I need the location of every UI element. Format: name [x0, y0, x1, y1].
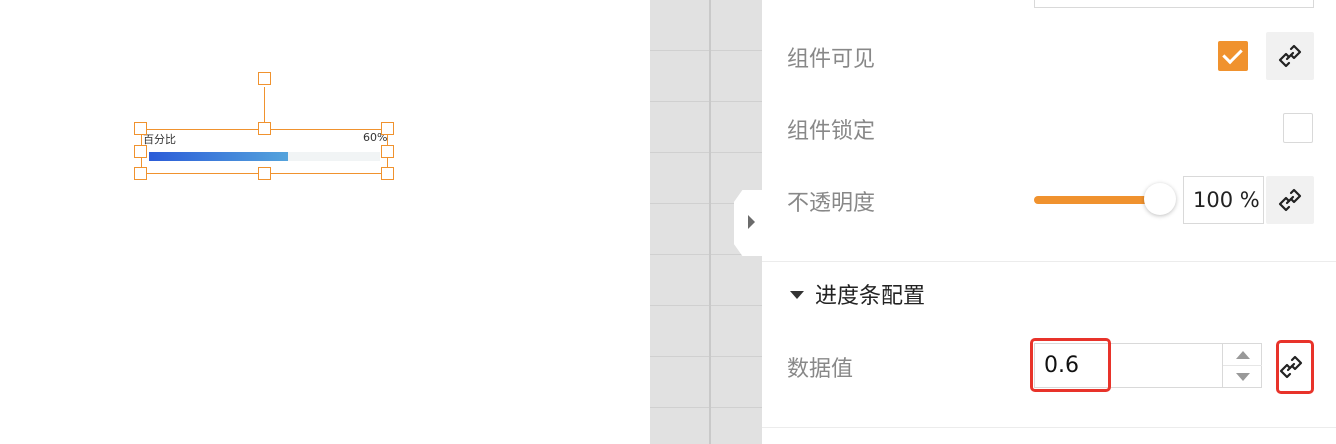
data-value-label: 数据值: [787, 357, 854, 382]
progress-fill: [149, 152, 288, 161]
section-title-progress-config[interactable]: 进度条配置: [815, 284, 926, 309]
design-canvas[interactable]: 百分比 60%: [0, 0, 650, 444]
triangle-down-icon: [1235, 372, 1250, 381]
visible-checkbox[interactable]: [1218, 41, 1248, 71]
resize-handle-top-right[interactable]: [381, 122, 394, 135]
section-bottom-divider: [762, 427, 1336, 428]
previous-field[interactable]: [1034, 0, 1314, 8]
visible-label: 组件可见: [787, 47, 876, 72]
link-binding-icon: [1278, 188, 1302, 212]
highlight-data-value: [1030, 338, 1111, 392]
caret-right-icon: [748, 215, 755, 229]
caret-down-icon[interactable]: [790, 291, 804, 299]
resize-handle-top-left[interactable]: [134, 122, 147, 135]
resize-handle-bottom[interactable]: [258, 167, 271, 180]
quantity-stepper[interactable]: [1222, 344, 1262, 387]
opacity-label: 不透明度: [787, 191, 876, 216]
rotate-handle[interactable]: [258, 72, 271, 85]
opacity-slider-thumb[interactable]: [1144, 183, 1176, 215]
triangle-up-icon: [1235, 350, 1250, 359]
stepper-down-button[interactable]: [1223, 366, 1262, 387]
rotation-handle-line: [264, 87, 265, 129]
opacity-value-field[interactable]: 100 %: [1183, 176, 1264, 224]
link-binding-icon: [1278, 44, 1302, 68]
resize-handle-top[interactable]: [258, 122, 271, 135]
stepper-up-button[interactable]: [1223, 344, 1262, 366]
check-icon: [1222, 43, 1243, 65]
visible-bind-button[interactable]: [1266, 32, 1314, 80]
highlight-bind-button: [1276, 340, 1314, 394]
opacity-slider-track[interactable]: [1034, 196, 1160, 204]
opacity-bind-button[interactable]: [1266, 176, 1314, 224]
locked-checkbox[interactable]: [1283, 113, 1313, 143]
locked-label: 组件锁定: [787, 119, 876, 144]
progress-track: [149, 152, 380, 161]
section-divider: [762, 261, 1336, 262]
resize-handle-right[interactable]: [381, 145, 394, 158]
resize-handle-bottom-left[interactable]: [134, 167, 147, 180]
progress-label: 百分比: [143, 133, 176, 146]
resize-handle-bottom-right[interactable]: [381, 167, 394, 180]
resize-handle-left[interactable]: [134, 145, 147, 158]
link-binding-icon: [1279, 355, 1303, 379]
